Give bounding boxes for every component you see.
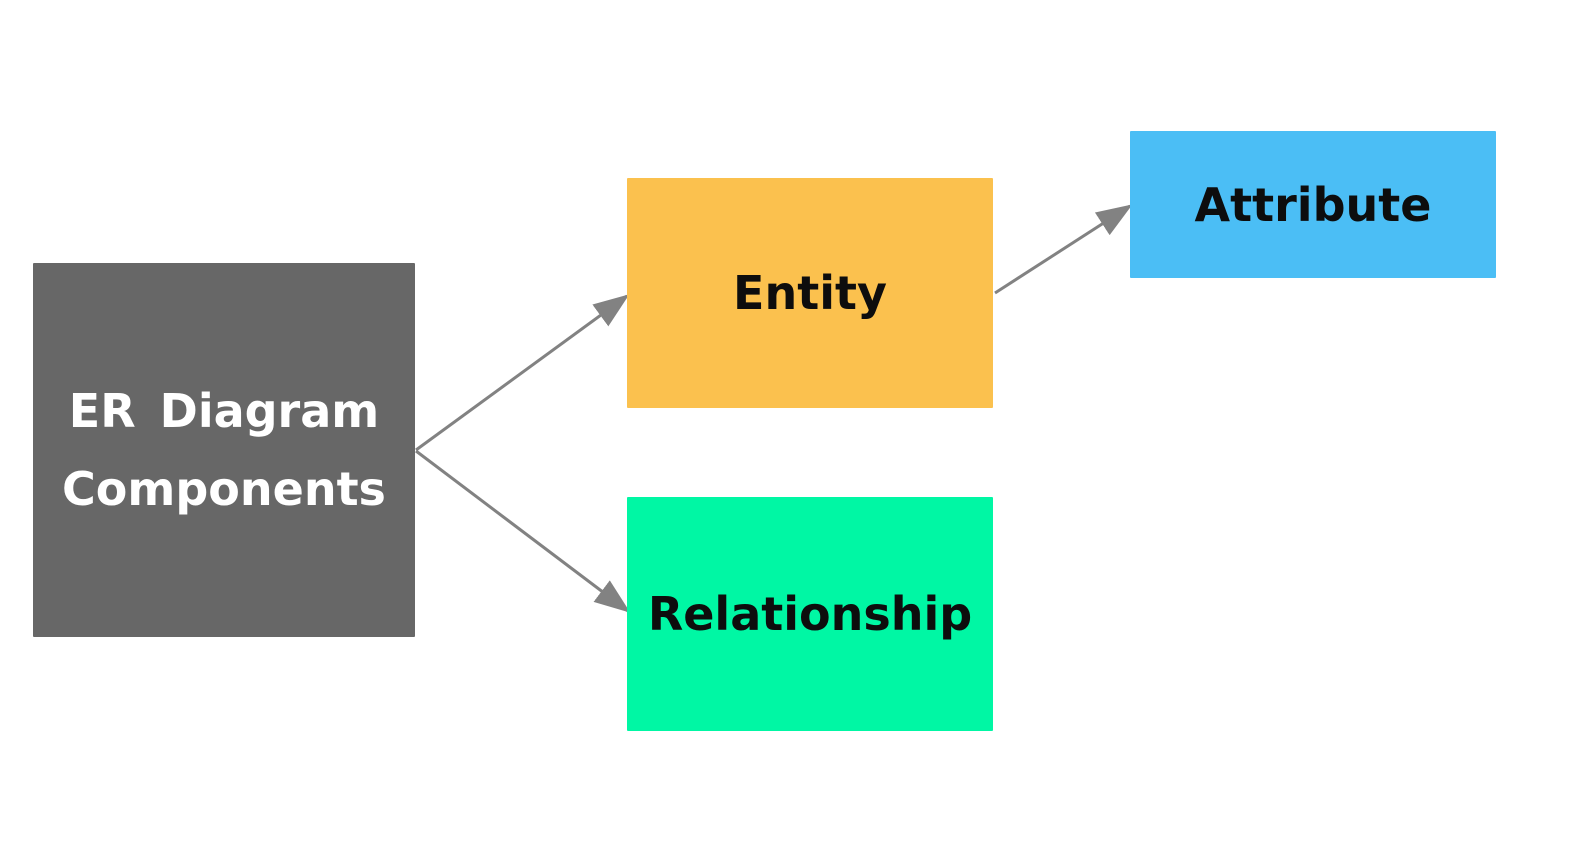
node-er-diagram-components: ER Diagram Components [33, 263, 415, 637]
node-entity: Entity [627, 178, 993, 408]
node-relationship: Relationship [627, 497, 993, 731]
node-relationship-label: Relationship [647, 587, 973, 641]
edge-root-to-relationship [415, 449, 631, 613]
node-er-diagram-components-label: ER Diagram Components [62, 383, 386, 516]
node-attribute: Attribute [1130, 131, 1496, 278]
edge-root-to-entity [415, 294, 630, 452]
node-entity-label: Entity [733, 266, 887, 320]
node-attribute-label: Attribute [1194, 177, 1432, 232]
edge-entity-to-attribute [994, 204, 1133, 295]
